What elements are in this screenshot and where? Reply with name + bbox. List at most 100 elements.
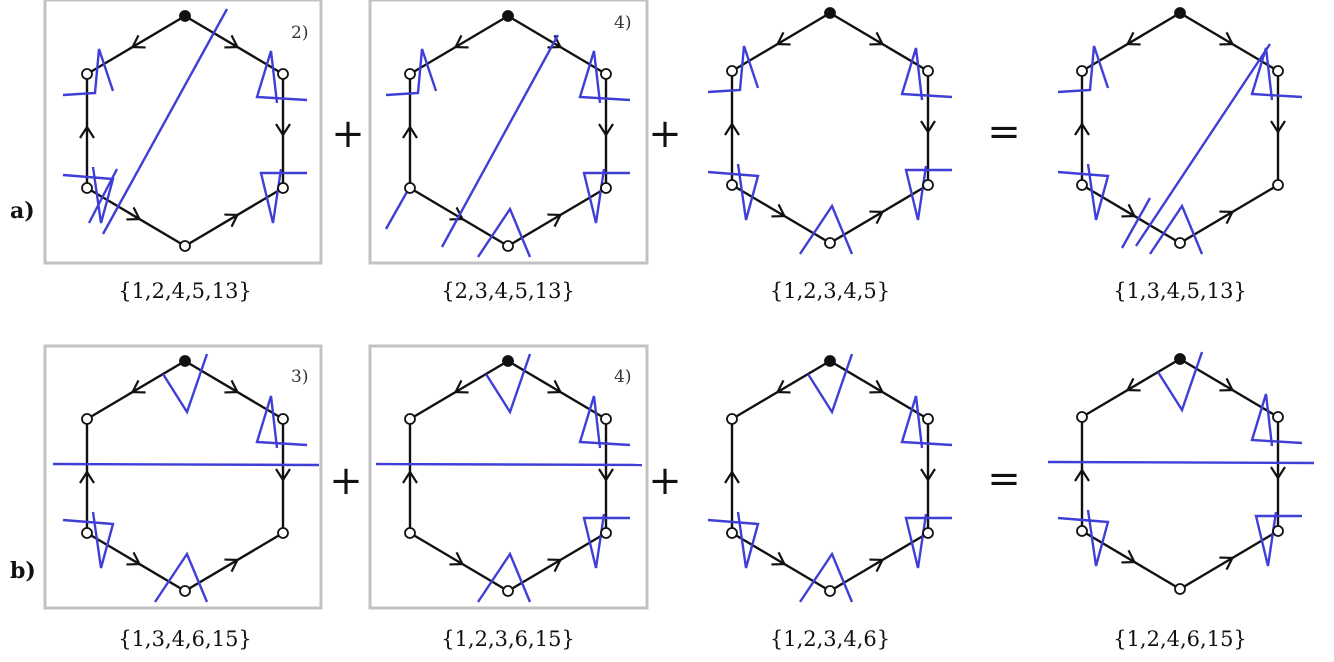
vertex-0-3-4 — [1076, 179, 1088, 191]
caption-b2: {1,2,3,6,15} — [441, 627, 575, 651]
cut-mark-1-2-bot — [799, 551, 854, 603]
vertex-1-3-5 — [1076, 411, 1088, 423]
edge-arrow-1-0-4 — [79, 469, 95, 484]
cut-mark-0-1-ur — [578, 50, 631, 104]
edge-arrow-1-1-4 — [402, 469, 418, 484]
edge-arrow-0-2-5 — [775, 31, 791, 46]
cut-mark-1-1-bot — [477, 551, 532, 603]
cut-mark-0-0-lr — [259, 168, 307, 224]
edge-arrow-1-2-1 — [920, 468, 936, 483]
vertex-0-2-1 — [922, 65, 934, 77]
edge-arrow-0-3-0 — [1219, 31, 1235, 46]
cut-lines-layer — [52, 8, 1315, 603]
cut-mark-1-0-top — [161, 353, 209, 415]
edge-arrow-0-1-1 — [598, 123, 614, 138]
cut-mark-0-2-ul — [707, 45, 760, 94]
row-label-b: b) — [10, 558, 36, 584]
cut-mark-0-0-ll — [62, 166, 115, 224]
root-vertex-1-0 — [179, 355, 191, 367]
vertex-0-1-1 — [600, 68, 612, 80]
panel-frame-0-0 — [43, 0, 323, 265]
vertex-1-0-2 — [277, 527, 289, 539]
panel-frame-0-1 — [368, 0, 649, 265]
cut-line-1-3-horiz — [1047, 460, 1315, 465]
panel-tag-b1: 3) — [291, 367, 308, 387]
edge-arrow-0-3-5 — [1125, 31, 1141, 46]
vertex-1-3-3 — [1174, 583, 1186, 595]
vertex-0-0-1 — [277, 68, 289, 80]
vertex-1-0-1 — [277, 413, 289, 425]
cut-mark-0-1-ul — [385, 48, 438, 97]
vertex-0-0-3 — [179, 240, 191, 252]
cut-mark-0-3-bot — [1149, 203, 1204, 255]
cut-mark-1-1-ur — [578, 395, 631, 449]
plus-sign-a1: + — [331, 111, 365, 157]
vertex-1-2-1 — [922, 413, 934, 425]
cut-line-1-1-horiz — [375, 462, 643, 467]
vertex-1-1-5 — [404, 413, 416, 425]
vertex-1-3-1 — [1272, 411, 1284, 423]
panel-tag-a2: 4) — [614, 13, 631, 33]
edge-arrow-0-0-5 — [130, 34, 146, 49]
cut-mark-0-1-lr — [582, 168, 630, 224]
cut-mark-0-3-ur — [1250, 47, 1303, 101]
caption-a3: {1,2,3,4,5} — [770, 279, 890, 303]
root-vertex-0-0 — [179, 10, 191, 22]
vertex-1-2-4 — [726, 527, 738, 539]
vertex-0-0-5 — [81, 68, 93, 80]
row-label-a: a) — [10, 198, 35, 224]
edge-arrow-0-0-1 — [275, 123, 291, 138]
cut-mark-1-1-lr — [582, 513, 630, 569]
cut-line-0-0-diag — [101, 8, 229, 235]
cut-mark-0-3-ll — [1057, 163, 1110, 221]
vertex-0-1-4 — [404, 182, 416, 194]
cut-mark-1-3-lr — [1254, 511, 1302, 567]
edge-arrow-1-2-2 — [869, 558, 885, 573]
edge-arrow-0-1-5 — [453, 34, 469, 49]
edge-arrow-0-0-4 — [79, 124, 95, 139]
root-vertex-1-3 — [1174, 353, 1186, 365]
cut-mark-1-3-ur — [1250, 393, 1303, 447]
vertex-0-3-2 — [1272, 179, 1284, 191]
vertex-1-2-5 — [726, 413, 738, 425]
edge-arrow-0-3-3 — [1121, 203, 1137, 218]
panel-frame-1-0 — [43, 344, 323, 610]
edge-arrow-1-3-3 — [1121, 549, 1137, 564]
vertex-1-1-2 — [600, 527, 612, 539]
vertices-layer — [81, 7, 1284, 597]
edge-arrow-0-2-2 — [869, 210, 885, 225]
vertex-1-1-1 — [600, 413, 612, 425]
edge-arrow-1-3-0 — [1219, 377, 1235, 392]
plus-sign-b1: + — [329, 458, 363, 504]
cut-mark-1-2-top — [806, 353, 854, 415]
plus-sign-b2: + — [648, 458, 682, 504]
edge-arrow-1-0-0 — [224, 379, 240, 394]
vertex-0-1-2 — [600, 182, 612, 194]
vertex-1-2-3 — [824, 585, 836, 597]
vertex-0-2-2 — [922, 179, 934, 191]
caption-b3: {1,2,3,4,6} — [770, 627, 890, 651]
panel-tag-b2: 4) — [614, 367, 631, 387]
cut-line-0-1-diag2 — [440, 34, 560, 248]
cut-mark-1-0-ur — [255, 395, 308, 449]
edge-arrow-1-1-3 — [449, 551, 465, 566]
panel-frames-layer — [43, 0, 649, 610]
cut-line-0-3-diag3 — [1135, 43, 1271, 247]
cut-mark-0-3-ul — [1057, 45, 1110, 94]
edge-arrow-0-2-0 — [869, 31, 885, 46]
edge-arrow-1-1-1 — [598, 468, 614, 483]
edge-arrow-0-1-3 — [449, 206, 465, 221]
edge-arrow-1-2-3 — [771, 551, 787, 566]
cut-mark-1-2-ur — [900, 395, 953, 449]
cut-line-1-0-horiz — [52, 462, 320, 467]
edge-arrow-0-3-1 — [1270, 120, 1286, 135]
caption-b1: {1,3,4,6,15} — [118, 627, 252, 651]
root-vertex-0-3 — [1174, 7, 1186, 19]
cut-mark-1-0-bot — [154, 551, 209, 603]
vertex-1-0-3 — [179, 585, 191, 597]
edge-arrow-1-2-0 — [869, 379, 885, 394]
vertex-0-2-4 — [726, 179, 738, 191]
edge-arrow-1-2-5 — [775, 379, 791, 394]
cut-line-0-3-diag3-short — [1120, 197, 1152, 249]
equals-sign-a: = — [987, 109, 1021, 155]
